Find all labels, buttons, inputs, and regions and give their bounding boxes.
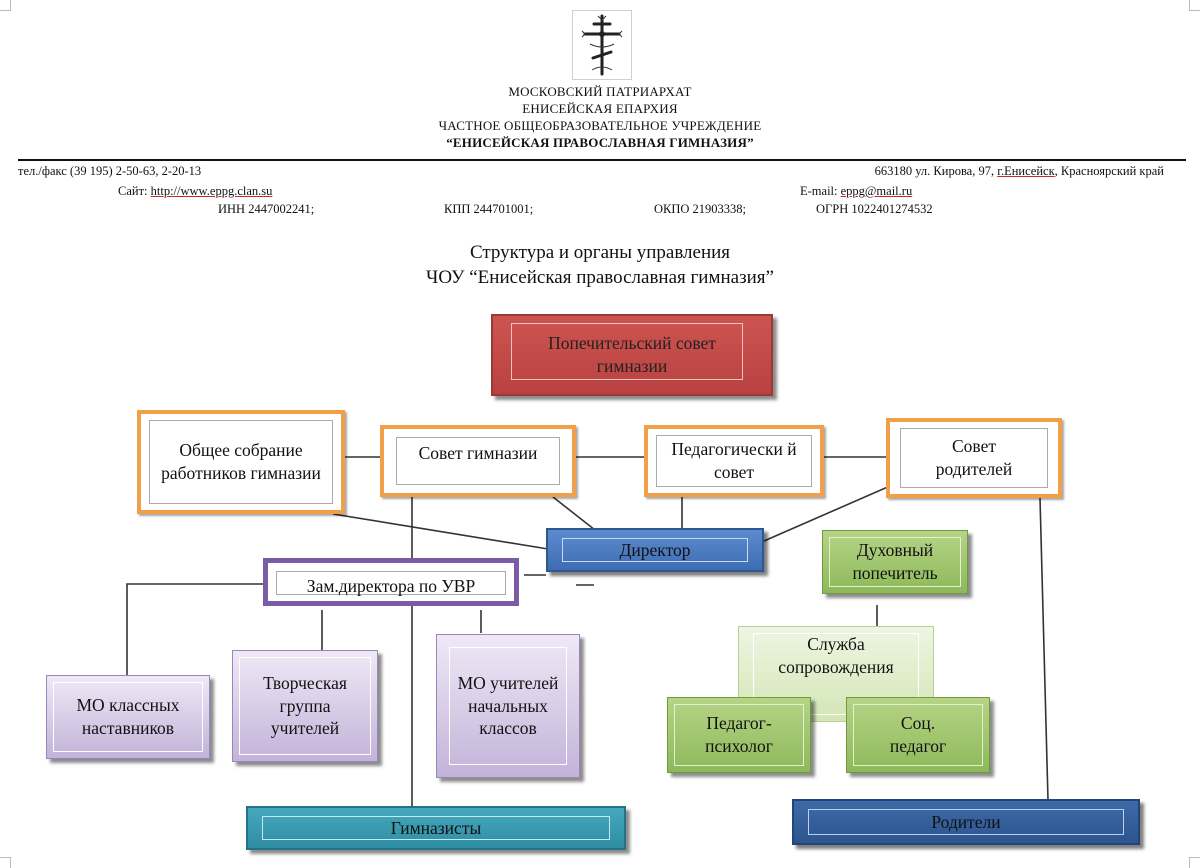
page-corner-mark [0,0,11,11]
director-box: Директор [546,528,764,572]
website-link[interactable]: http://www.eppg.clan.su [150,184,273,198]
parents-box: Родители [792,799,1140,845]
postal-address: 663180 ул. Кирова, 97, г.Енисейск, Красн… [874,164,1164,178]
ogrn: ОГРН 1022401274532 [816,202,933,216]
page-corner-mark [1189,857,1200,868]
page-corner-mark [1189,0,1200,11]
creative-group-box: Творческая группа учителей [232,650,378,762]
page-corner-mark [0,857,11,868]
orthodox-cross-icon [572,10,632,80]
city-link: г.Енисейск [997,164,1055,178]
chart-title-line1: Структура и органы управления [469,242,731,263]
mo-class-mentors-box: МО классных наставников [46,675,210,759]
parents-council-box: Совет родителей [886,418,1062,498]
kpp: КПП 244701001; [444,202,534,216]
institution-type-line: ЧАСТНОЕ ОБЩЕОБРАЗОВАТЕЛЬНОЕ УЧРЕЖДЕНИЕ [438,118,762,133]
mo-primary-teachers-box: МО учителей начальных классов [436,634,580,778]
general-meeting-box: Общее собрание работников гимназии [137,410,345,514]
email-link[interactable]: eppg@mail.ru [840,184,913,198]
phone-fax: тел./факс (39 195) 2-50-63, 2-20-13 [18,164,202,178]
eparchy-line: ЕНИСЕЙСКАЯ ЕПАРХИЯ [522,101,678,116]
deputy-director-box: Зам.директора по УВР [263,558,519,606]
website: Сайт: http://www.eppg.clan.su [118,184,273,198]
email: E-mail: eppg@mail.ru [800,184,913,198]
okpo: ОКПО 21903338; [654,202,747,216]
board-of-trustees-box: Попечительский совет гимназии [491,314,773,396]
pedagogical-council-box: Педагогически й совет [644,425,824,497]
social-pedagogue-box: Соц. педагог [846,697,990,773]
chart-title-line2: ЧОУ “Енисейская православная гимназия” [426,267,774,288]
students-box: Гимназисты [246,806,626,850]
inn: ИНН 2447002241; [218,202,315,216]
patriarchate-line: МОСКОВСКИЙ ПАТРИАРХАТ [508,84,692,99]
spiritual-guardian-box: Духовный попечитель [822,530,968,594]
psychologist-box: Педагог-психолог [667,697,811,773]
school-name: “ЕНИСЕЙСКАЯ ПРАВОСЛАВНАЯ ГИМНАЗИЯ” [446,135,754,150]
gymnasium-council-box: Совет гимназии [380,425,576,497]
letterhead-rule [18,159,1186,161]
